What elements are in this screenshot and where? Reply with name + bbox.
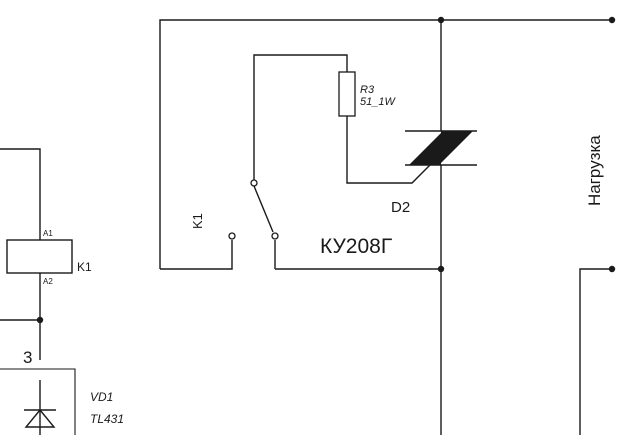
junction-relay-bottom bbox=[36, 316, 44, 324]
triac-forward-triangle bbox=[409, 133, 441, 165]
node-number-label: 3 bbox=[23, 348, 32, 367]
resistor-r3: R3 51_1W bbox=[338, 71, 431, 184]
contact-pivot bbox=[250, 179, 258, 187]
relay-pin-a1: A1 bbox=[43, 229, 53, 238]
relay-pin-a2: A2 bbox=[43, 277, 53, 286]
relay-ref-label: K1 bbox=[77, 260, 92, 274]
contact-terminal-left bbox=[228, 232, 236, 240]
main-bus bbox=[437, 20, 445, 435]
top-rail bbox=[159, 16, 616, 269]
load-label: Нагрузка bbox=[585, 135, 604, 206]
load: Нагрузка bbox=[579, 135, 616, 435]
triac-part-label: КУ208Г bbox=[320, 235, 392, 258]
resistor-body bbox=[338, 71, 356, 117]
resistor-value-label: 51_1W bbox=[360, 96, 396, 108]
zener-part-label: TL431 bbox=[90, 412, 124, 426]
contact-blade bbox=[253, 185, 274, 233]
terminal-load-right bbox=[608, 265, 616, 273]
terminal-top-right bbox=[608, 16, 616, 24]
relay-coil-body bbox=[6, 239, 73, 274]
contact-terminal-right bbox=[271, 232, 279, 240]
zener-ref-label: VD1 bbox=[90, 390, 113, 404]
triac-reverse-triangle bbox=[441, 131, 473, 163]
resistor-ref-label: R3 bbox=[360, 84, 375, 96]
triac-d2: D2 КУ208Г bbox=[320, 130, 477, 258]
relay-k1: A1 A2 K1 3 bbox=[0, 148, 92, 367]
triac-ref-label: D2 bbox=[391, 199, 410, 216]
contact-k1: K1 bbox=[160, 54, 441, 270]
contact-ref-label: K1 bbox=[190, 213, 205, 229]
zener-triangle bbox=[24, 409, 56, 428]
zener-vd1: VD1 TL431 bbox=[0, 368, 124, 435]
